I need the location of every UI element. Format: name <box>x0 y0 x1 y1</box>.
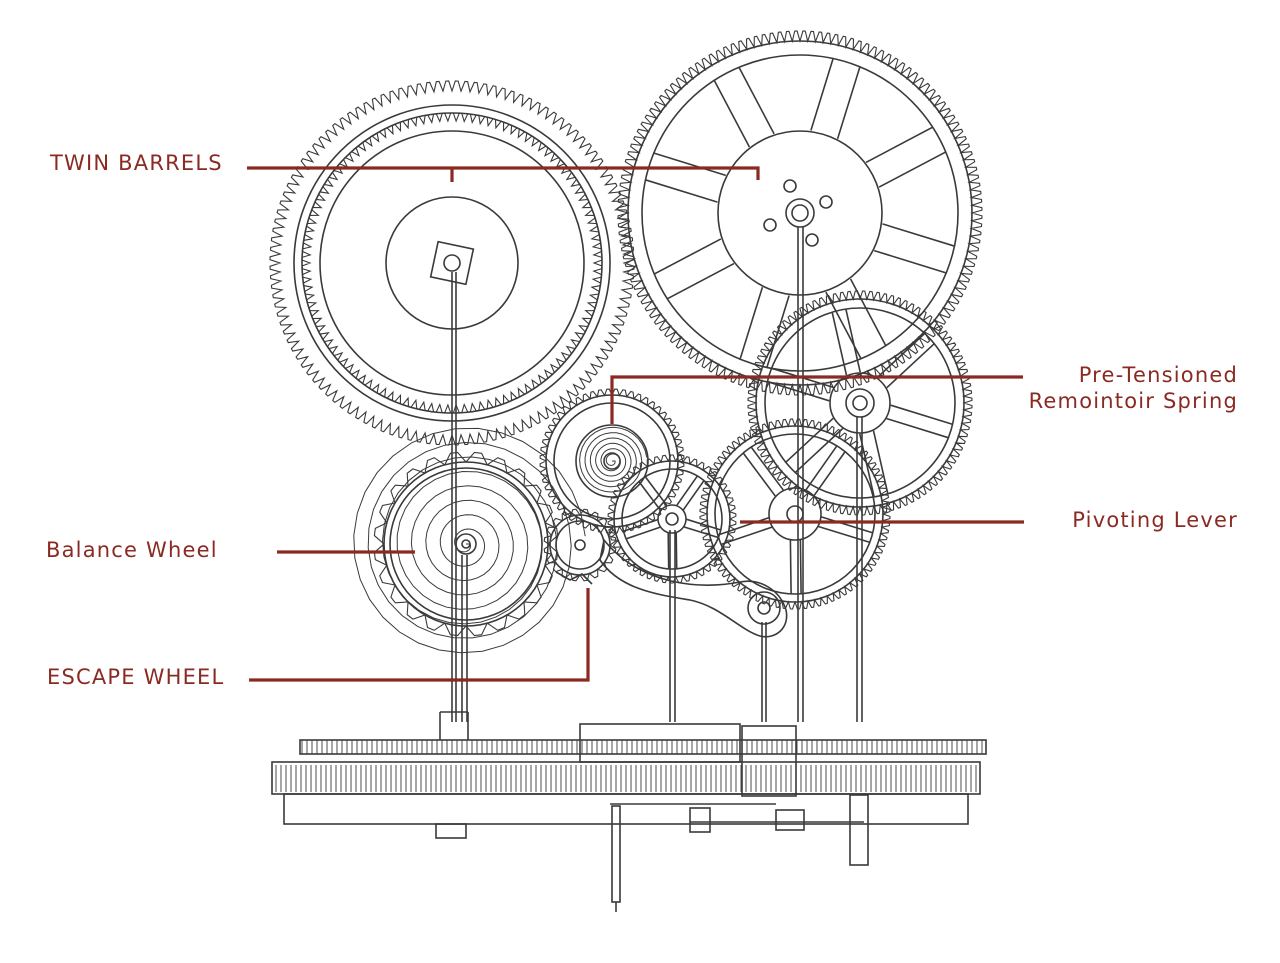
right-barrel-spokes-edge <box>765 295 790 369</box>
center-wheel-spokes-edge <box>625 526 661 540</box>
fourth-wheel-spokes-edge <box>720 526 773 546</box>
remontoir-wheel-spokes <box>766 308 954 498</box>
movement-side-view <box>271 711 987 912</box>
right-barrel-teeth-outline <box>617 30 983 396</box>
fourth-wheel-spokes-edge <box>750 446 785 491</box>
fourth-wheel-spokes-edge <box>789 540 792 595</box>
fourth-wheel-teeth <box>699 418 891 610</box>
base-ribbing <box>275 740 983 792</box>
right-barrel-spokes-edge <box>865 126 934 164</box>
remontoir-spring-leader <box>610 375 1023 424</box>
fourth-wheel-spokes-edge <box>799 539 802 594</box>
remontoir-wheel-spokes-edge <box>785 417 834 463</box>
fourth-wheel-spokes-edge <box>813 451 846 497</box>
pivoting-lever-part <box>599 538 788 722</box>
fourth-wheel-spokes-edge <box>821 516 874 534</box>
remontoir-wheel-spokes-edge <box>859 433 875 498</box>
remontoir-wheel-spokes-edge <box>872 430 889 495</box>
line-art <box>269 30 987 912</box>
escape-wheel-leader <box>249 588 590 682</box>
center-wheel-spokes-edge <box>644 476 668 506</box>
right-barrel-spokes-edge <box>878 150 947 188</box>
center-wheel-spokes-edge <box>686 518 722 531</box>
remontoir-wheel-spokes-edge <box>886 417 949 439</box>
remontoir-wheel-spokes-edge <box>845 308 861 373</box>
fourth-wheel-spokes <box>717 445 874 595</box>
balance-wheel-part <box>383 461 549 722</box>
center-wheel <box>613 460 731 722</box>
remontoir-wheel-spokes-edge <box>831 311 848 376</box>
fourth-wheel-spokes-edge <box>805 445 838 491</box>
right-barrel-spokes-edge <box>849 278 887 347</box>
twin-barrels-label: TWIN BARRELS <box>50 151 223 175</box>
remontoir-wheel-spokes-edge <box>876 332 926 379</box>
right-barrel-spokes-edge <box>836 65 861 140</box>
center-wheel-spokes-edge <box>667 533 670 570</box>
balance-wheel-screws <box>373 451 559 637</box>
right-barrel-spokes-edge <box>713 79 751 148</box>
left-barrel-inner-teeth <box>301 112 603 414</box>
right-barrel-spokes-edge <box>737 66 775 135</box>
right-barrel-spokes-edge <box>882 223 956 248</box>
right-barrel-spokes-edge <box>810 57 835 131</box>
center-wheel-spokes-edge <box>682 479 705 511</box>
center-wheel-teeth <box>607 454 737 584</box>
escape-wheel-teeth <box>543 508 617 582</box>
balance-wheel-label: Balance Wheel <box>46 538 218 562</box>
right-barrel-spokes-edge <box>739 286 764 361</box>
remontoir-spring-label: Remointoir Spring <box>1028 389 1238 413</box>
left-barrel-inner-teeth-outline <box>301 112 603 414</box>
right-barrel-spokes-edge <box>652 152 727 177</box>
center-wheel-spokes-edge <box>638 480 662 511</box>
fourth-wheel-spokes-edge <box>818 525 871 544</box>
right-barrel-spokes-edge <box>644 178 718 203</box>
center-wheel-spokes-edge <box>623 518 658 533</box>
balance-spring-spiral <box>353 427 586 654</box>
fourth-wheel-teeth-outline <box>699 418 891 610</box>
left-barrel-outer-teeth-outline <box>269 80 635 446</box>
remontoir-wheel-spokes-edge <box>886 343 935 389</box>
escape-wheel-teeth-outline <box>543 508 617 582</box>
callout-lines <box>247 166 1024 682</box>
right-barrel-spokes-edge <box>666 262 735 300</box>
center-wheel-spokes-edge <box>676 475 699 506</box>
remontoir-wheel-teeth-outline <box>747 290 973 516</box>
right-barrel-teeth <box>617 30 983 396</box>
right-barrel-spokes-edge <box>825 291 863 360</box>
right-barrel <box>627 40 973 722</box>
center-wheel-spokes-edge <box>675 532 678 569</box>
remontoir-wheel-teeth <box>747 290 973 516</box>
fourth-wheel-spokes-edge <box>717 516 770 536</box>
left-barrel-outer-teeth <box>269 80 635 446</box>
pivoting-lever-label: Pivoting Lever <box>1072 508 1238 532</box>
remontoir-wheel-spokes-edge <box>794 427 844 474</box>
right-barrel-spokes-edge <box>873 249 948 274</box>
right-barrel-spokes-edge <box>653 238 722 276</box>
center-wheel-spokes-edge <box>683 526 719 539</box>
remontoir-wheel-spokes-edge <box>766 380 830 402</box>
escape-wheel-label: ESCAPE WHEEL <box>47 665 225 689</box>
twin-barrels-leader <box>247 166 760 180</box>
pre-tensioned-label: Pre-Tensioned <box>1078 363 1238 387</box>
balance-wheel-screws-outline <box>373 451 559 637</box>
center-wheel-spokes <box>623 475 722 570</box>
right-barrel-spokes <box>644 57 956 369</box>
remontoir-spring-spiral <box>579 426 648 493</box>
fourth-wheel-spokes-edge <box>742 452 777 497</box>
center-wheel-teeth-outline <box>607 454 737 584</box>
remontoir-wheel-spokes-edge <box>890 404 954 426</box>
